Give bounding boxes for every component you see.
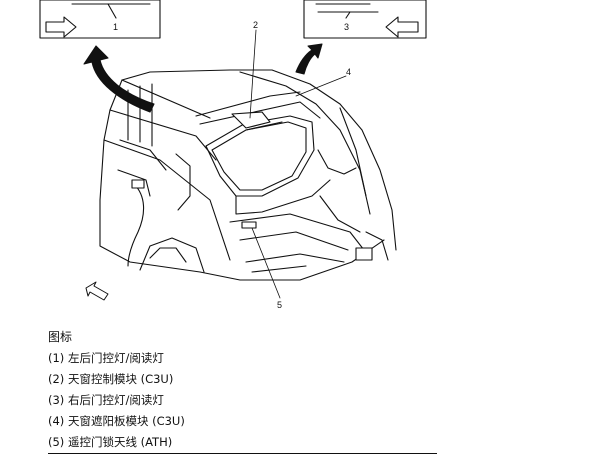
leader-lines <box>249 29 347 299</box>
callout-3: 3 <box>344 22 349 32</box>
detail-inset-left <box>39 0 161 39</box>
legend-item-4: (4) 天窗遮阳板模块 (C3U) <box>48 414 185 428</box>
forward-arrow-icon <box>385 16 419 38</box>
callout-1: 1 <box>113 22 118 32</box>
callout-5: 5 <box>277 300 282 310</box>
vehicle-body <box>99 69 397 281</box>
detail-inset-right <box>303 0 427 39</box>
vehicle-rear-diagram: 1 2 3 4 5 <box>39 0 427 310</box>
curved-arrow-right <box>295 43 323 75</box>
forward-arrow-icon <box>45 16 77 38</box>
legend-item-3: (3) 右后门控灯/阅读灯 <box>48 393 164 407</box>
legend-title: 图标 <box>48 330 73 344</box>
legend-divider <box>48 453 437 454</box>
callout-4: 4 <box>346 67 351 77</box>
legend-item-1: (1) 左后门控灯/阅读灯 <box>48 351 164 365</box>
legend-item-2: (2) 天窗控制模块 (C3U) <box>48 372 174 386</box>
direction-arrow-icon <box>85 281 109 301</box>
curved-arrow-left <box>83 45 155 113</box>
legend: 图标 (1) 左后门控灯/阅读灯 (2) 天窗控制模块 (C3U) (3) 右后… <box>48 330 438 453</box>
legend-item-5: (5) 遥控门锁天线 (ATH) <box>48 435 173 449</box>
callout-2: 2 <box>253 20 258 30</box>
